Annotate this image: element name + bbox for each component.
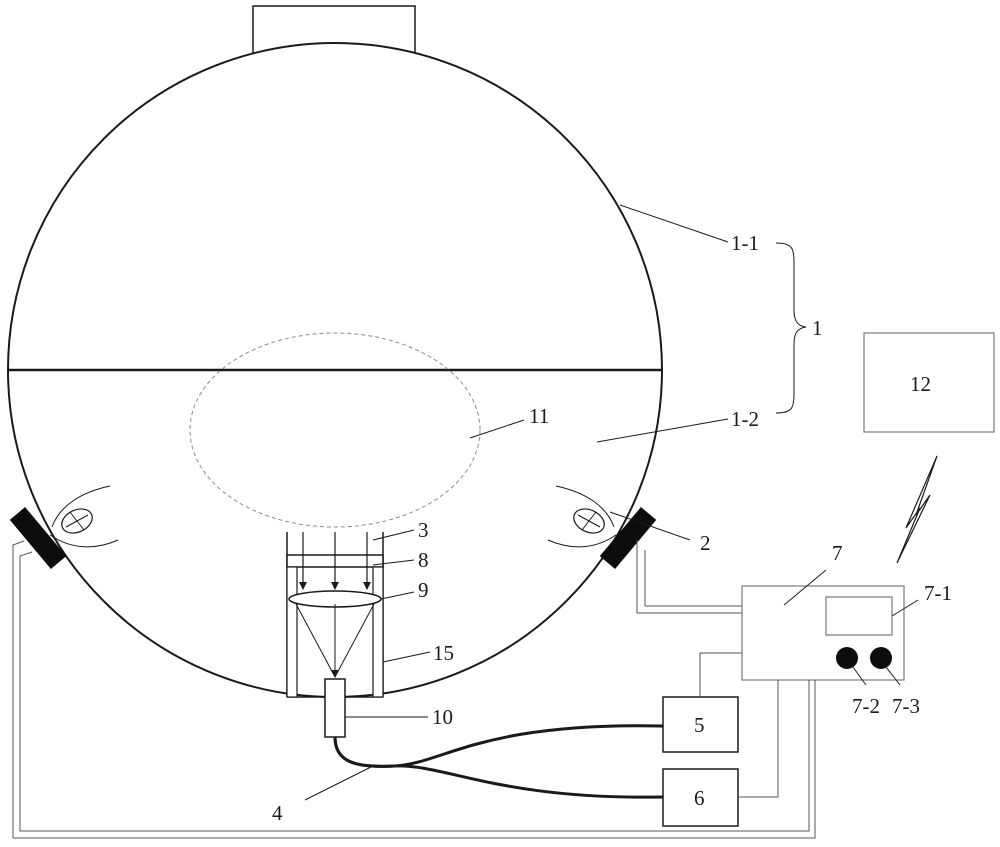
lamp-left: [9, 485, 119, 569]
label-11: 11: [529, 404, 549, 428]
label-4: 4: [272, 801, 283, 825]
detector-assembly: [286, 532, 384, 738]
knob-left: [836, 647, 858, 669]
label-2: 2: [700, 531, 711, 555]
label-7-3: 7-3: [892, 694, 920, 718]
unit-6-box: [662, 768, 739, 827]
wireless-link-icon: [896, 455, 938, 564]
label-9: 9: [418, 578, 429, 602]
wiring: [12, 540, 816, 839]
fiber-bundle: [333, 724, 664, 799]
label-7-1: 7-1: [924, 581, 952, 605]
display-panel: [825, 596, 893, 636]
sample-zone: [189, 332, 481, 528]
label-1-2: 1-2: [731, 407, 759, 431]
leader-lines: [304, 204, 919, 801]
label-6: 6: [694, 786, 705, 810]
label-7: 7: [832, 541, 843, 565]
remote-terminal-box: [863, 332, 995, 433]
knob-right: [870, 647, 892, 669]
label-3: 3: [418, 518, 429, 542]
label-12: 12: [910, 372, 931, 396]
label-7-2: 7-2: [852, 694, 880, 718]
label-15: 15: [433, 641, 454, 665]
lamp-right: [547, 485, 657, 569]
label-5: 5: [694, 713, 705, 737]
label-10: 10: [432, 705, 453, 729]
label-8: 8: [418, 548, 429, 572]
probe: [324, 678, 346, 738]
label-1: 1: [812, 316, 823, 340]
label-1-1: 1-1: [731, 231, 759, 255]
